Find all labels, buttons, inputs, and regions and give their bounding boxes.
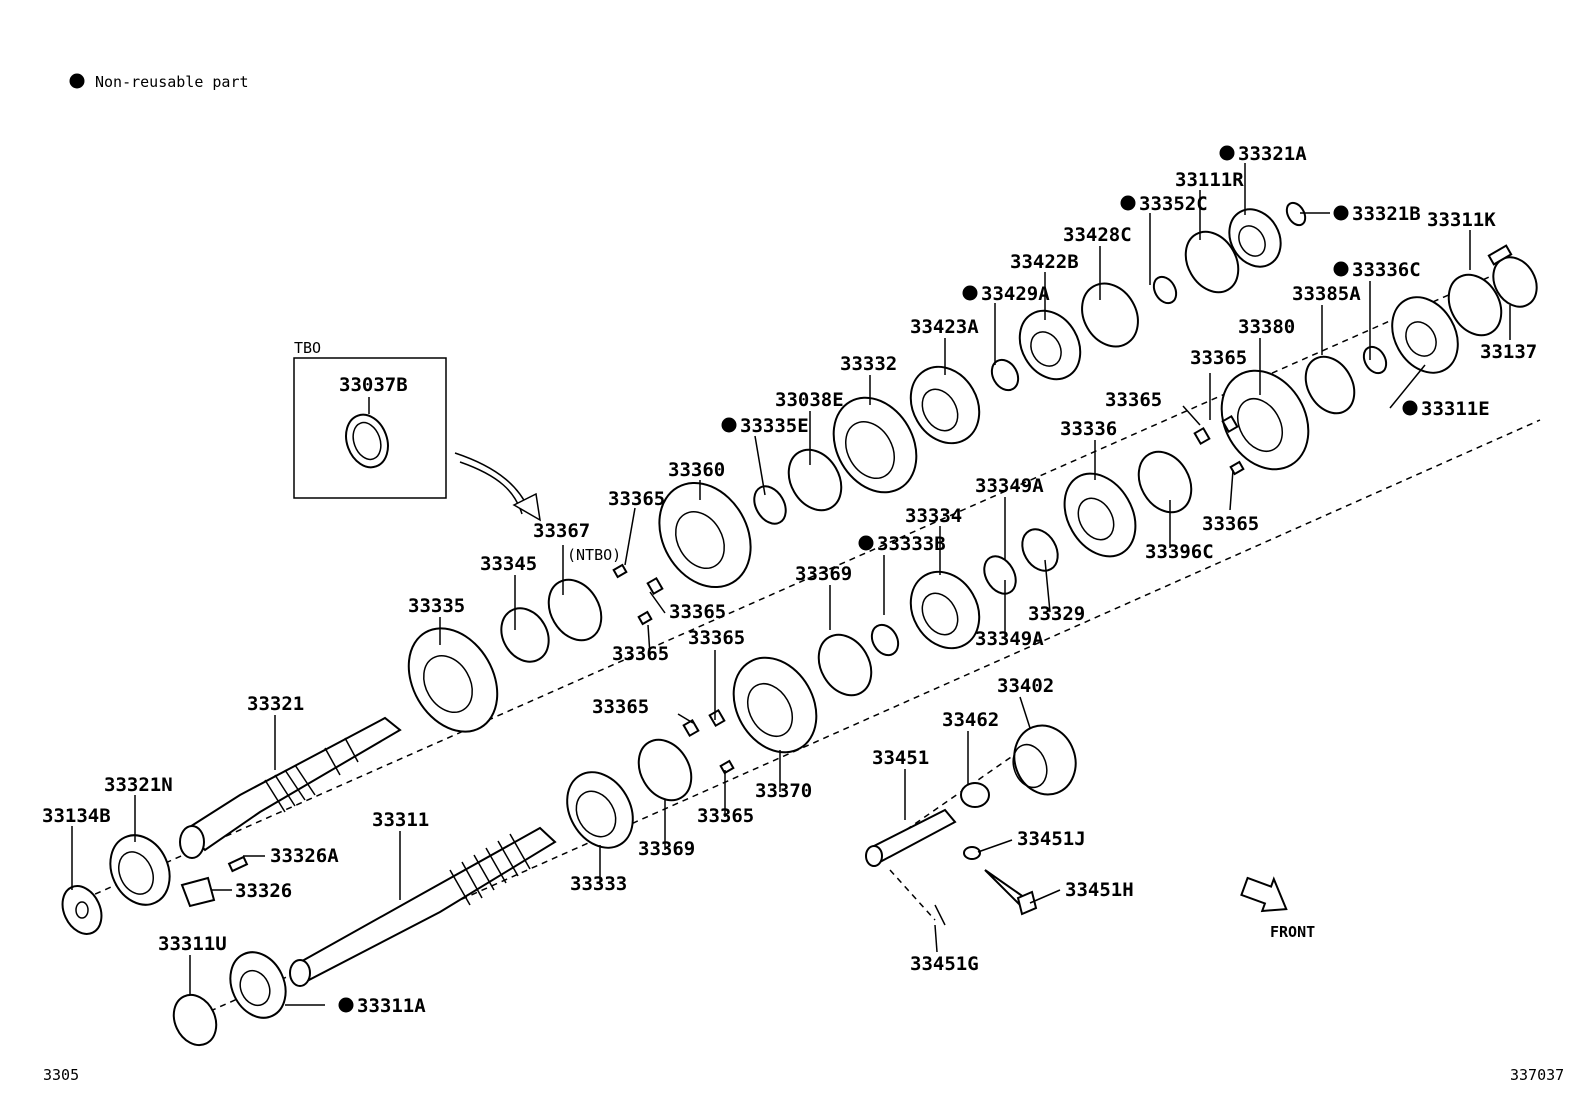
part-label-33321a[interactable]: 33321A — [1238, 143, 1307, 165]
part-label-33321n[interactable]: 33321N — [104, 774, 173, 796]
part-label-33321b[interactable]: 33321B — [1352, 203, 1421, 225]
leader-line-33335e — [754, 435, 766, 496]
part-label-33111r[interactable]: 33111R — [1175, 169, 1244, 191]
part-label-33349a[interactable]: 33349A — [975, 475, 1044, 497]
leader-line-33329 — [1044, 559, 1051, 613]
leader-line-33365 — [624, 507, 636, 566]
part-label-33380[interactable]: 33380 — [1238, 316, 1295, 338]
non-reusable-bullet-icon — [1333, 205, 1349, 221]
part-label-33428c[interactable]: 33428C — [1063, 224, 1132, 246]
part-label-33335[interactable]: 33335 — [408, 595, 465, 617]
lower-parts — [172, 244, 1538, 1047]
part-label-33345[interactable]: 33345 — [480, 553, 537, 575]
part-label-33333b[interactable]: 33333B — [877, 533, 946, 555]
part-label-33451[interactable]: 33451 — [872, 747, 929, 769]
ntbo-note: (NTBO) — [567, 546, 621, 564]
legend-text: Non-reusable part — [95, 73, 249, 91]
part-label-33365[interactable]: 33365 — [612, 643, 669, 665]
part-label-33451h[interactable]: 33451H — [1065, 879, 1134, 901]
part-label-33137[interactable]: 33137 — [1480, 341, 1537, 363]
part-label-33329[interactable]: 33329 — [1028, 603, 1085, 625]
non-reusable-bullet-icon — [1219, 145, 1235, 161]
part-label-33360[interactable]: 33360 — [668, 459, 725, 481]
front-label: FRONT — [1270, 923, 1315, 941]
legend-bullet-icon — [69, 73, 85, 89]
part-label-33311e[interactable]: 33311E — [1421, 398, 1490, 420]
part-label-33352c[interactable]: 33352C — [1139, 193, 1208, 215]
non-reusable-bullet-icon — [1402, 400, 1418, 416]
part-label-33336c[interactable]: 33336C — [1352, 259, 1421, 281]
part-label-33451j[interactable]: 33451J — [1017, 828, 1086, 850]
part-label-33311k[interactable]: 33311K — [1427, 209, 1496, 231]
part-label-33365[interactable]: 33365 — [592, 696, 649, 718]
part-label-33326a[interactable]: 33326A — [270, 845, 339, 867]
front-arrow-icon — [1240, 876, 1288, 913]
part-label-33365[interactable]: 33365 — [1105, 389, 1162, 411]
part-label-33422b[interactable]: 33422B — [1010, 251, 1079, 273]
non-reusable-bullet-icon — [858, 535, 874, 551]
part-label-33311a[interactable]: 33311A — [357, 995, 426, 1017]
part-label-33321[interactable]: 33321 — [247, 693, 304, 715]
leader-line-33451g — [934, 924, 938, 953]
part-label-33365[interactable]: 33365 — [608, 488, 665, 510]
small-parts — [180, 414, 1245, 908]
front-indicator: FRONT — [1240, 876, 1315, 941]
part-label-33365[interactable]: 33365 — [697, 805, 754, 827]
part-label-33365[interactable]: 33365 — [1202, 513, 1259, 535]
leader-line-33365 — [649, 591, 666, 614]
part-label-33334[interactable]: 33334 — [905, 505, 962, 527]
part-label-33333[interactable]: 33333 — [570, 873, 627, 895]
part-label-33396c[interactable]: 33396C — [1145, 541, 1214, 563]
non-reusable-bullet-icon — [962, 285, 978, 301]
part-label-33367[interactable]: 33367 — [533, 520, 590, 542]
non-reusable-bullet-icon — [721, 417, 737, 433]
part-label-33038e[interactable]: 33038E — [775, 389, 844, 411]
part-label-33402[interactable]: 33402 — [997, 675, 1054, 697]
part-label-33423a[interactable]: 33423A — [910, 316, 979, 338]
part-label-33311[interactable]: 33311 — [372, 809, 429, 831]
part-label-33429a[interactable]: 33429A — [981, 283, 1050, 305]
non-reusable-bullet-icon — [1333, 261, 1349, 277]
part-label-33326[interactable]: 33326 — [235, 880, 292, 902]
part-label-33451g[interactable]: 33451G — [910, 953, 979, 975]
tbo-box-part[interactable]: 33037B — [339, 374, 408, 396]
part-label-33349a[interactable]: 33349A — [975, 628, 1044, 650]
part-label-33332[interactable]: 33332 — [840, 353, 897, 375]
leader-line-33451j — [977, 839, 1013, 853]
part-label-33336[interactable]: 33336 — [1060, 418, 1117, 440]
leader-line-33365 — [647, 624, 651, 656]
footer-left: 3305 — [43, 1066, 79, 1084]
non-reusable-bullet-icon — [338, 997, 354, 1013]
part-label-33365[interactable]: 33365 — [1190, 347, 1247, 369]
tbo-box-title: TBO — [294, 339, 321, 357]
part-label-33370[interactable]: 33370 — [755, 780, 812, 802]
part-label-33369[interactable]: 33369 — [795, 563, 852, 585]
part-label-33134b[interactable]: 33134B — [42, 805, 111, 827]
leader-line-33402 — [1019, 696, 1031, 729]
part-label-33311u[interactable]: 33311U — [158, 933, 227, 955]
part-label-33385a[interactable]: 33385A — [1292, 283, 1361, 305]
tbo-box: TBO 33037B — [293, 339, 541, 522]
leader-line-33365 — [1229, 469, 1234, 511]
part-label-33462[interactable]: 33462 — [942, 709, 999, 731]
leader-line-33311e — [1389, 364, 1426, 409]
part-labels: 33321A 33111R 33321B 33352C 33428C 33311K 3342… — [42, 143, 1537, 1017]
part-label-33365[interactable]: 33365 — [688, 627, 745, 649]
legend: Non-reusable part — [69, 73, 249, 91]
leader-line-33451h — [1029, 889, 1061, 904]
leader-line-33365 — [677, 713, 694, 724]
upper-parts — [61, 201, 1307, 935]
non-reusable-bullet-icon — [1120, 195, 1136, 211]
part-label-33369[interactable]: 33369 — [638, 838, 695, 860]
leader-line-33365 — [1182, 405, 1201, 426]
part-label-33365[interactable]: 33365 — [669, 601, 726, 623]
part-label-33335e[interactable]: 33335E — [740, 415, 809, 437]
idler-assembly — [865, 724, 1077, 926]
footer-right: 337037 — [1510, 1066, 1564, 1084]
